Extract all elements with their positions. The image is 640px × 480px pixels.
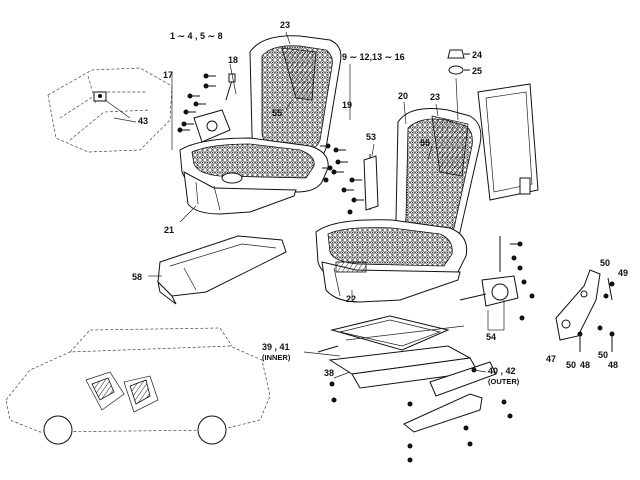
- part-labels: 1 ∼ 4 , 5 ∼ 8 17 18 23 55 21 9 ∼ 12,13 ∼…: [132, 20, 628, 386]
- label-54: 54: [486, 332, 496, 342]
- label-50-bottom-right: 50: [598, 350, 608, 360]
- label-39-41: 39 , 41: [262, 342, 290, 352]
- label-53: 53: [366, 132, 376, 142]
- label-23-right: 23: [430, 92, 440, 102]
- label-21: 21: [164, 225, 174, 235]
- seat-right: [315, 108, 535, 321]
- label-17: 17: [163, 70, 173, 80]
- side-bracket: [555, 269, 615, 352]
- label-23-left: 23: [280, 20, 290, 30]
- leader-lines: [113, 31, 505, 379]
- label-18: 18: [228, 55, 238, 65]
- screw-group-right: [331, 147, 535, 321]
- label-55-left: 55: [272, 108, 282, 118]
- label-20: 20: [398, 91, 408, 101]
- label-49: 49: [618, 268, 628, 278]
- label-25: 25: [472, 66, 482, 76]
- label-48-left: 48: [580, 360, 590, 370]
- label-38: 38: [324, 368, 334, 378]
- label-50-bottom-left: 50: [566, 360, 576, 370]
- label-40-42: 40 , 42: [488, 366, 516, 376]
- label-outer: (OUTER): [488, 377, 520, 386]
- label-50-top: 50: [600, 258, 610, 268]
- label-58: 58: [132, 272, 142, 282]
- label-55-right: 55: [420, 138, 430, 148]
- label-1-8: 1 ∼ 4 , 5 ∼ 8: [170, 31, 223, 41]
- seat-back-board: [477, 83, 539, 201]
- label-47: 47: [546, 354, 556, 364]
- station-wagon-sketch: [5, 327, 271, 445]
- label-9-16: 9 ∼ 12,13 ∼ 16: [342, 52, 405, 62]
- car-interior-sketch: [47, 67, 173, 153]
- seat-slide-rails: [317, 315, 513, 463]
- label-inner: (INNER): [262, 353, 291, 362]
- center-console: [157, 235, 287, 305]
- label-48-right: 48: [608, 360, 618, 370]
- label-43: 43: [138, 116, 148, 126]
- seat-left: [177, 35, 342, 215]
- label-24: 24: [472, 50, 482, 60]
- screw-group-left: [177, 73, 333, 183]
- label-19: 19: [342, 100, 352, 110]
- headrest-caps: [447, 49, 470, 121]
- label-22: 22: [346, 294, 356, 304]
